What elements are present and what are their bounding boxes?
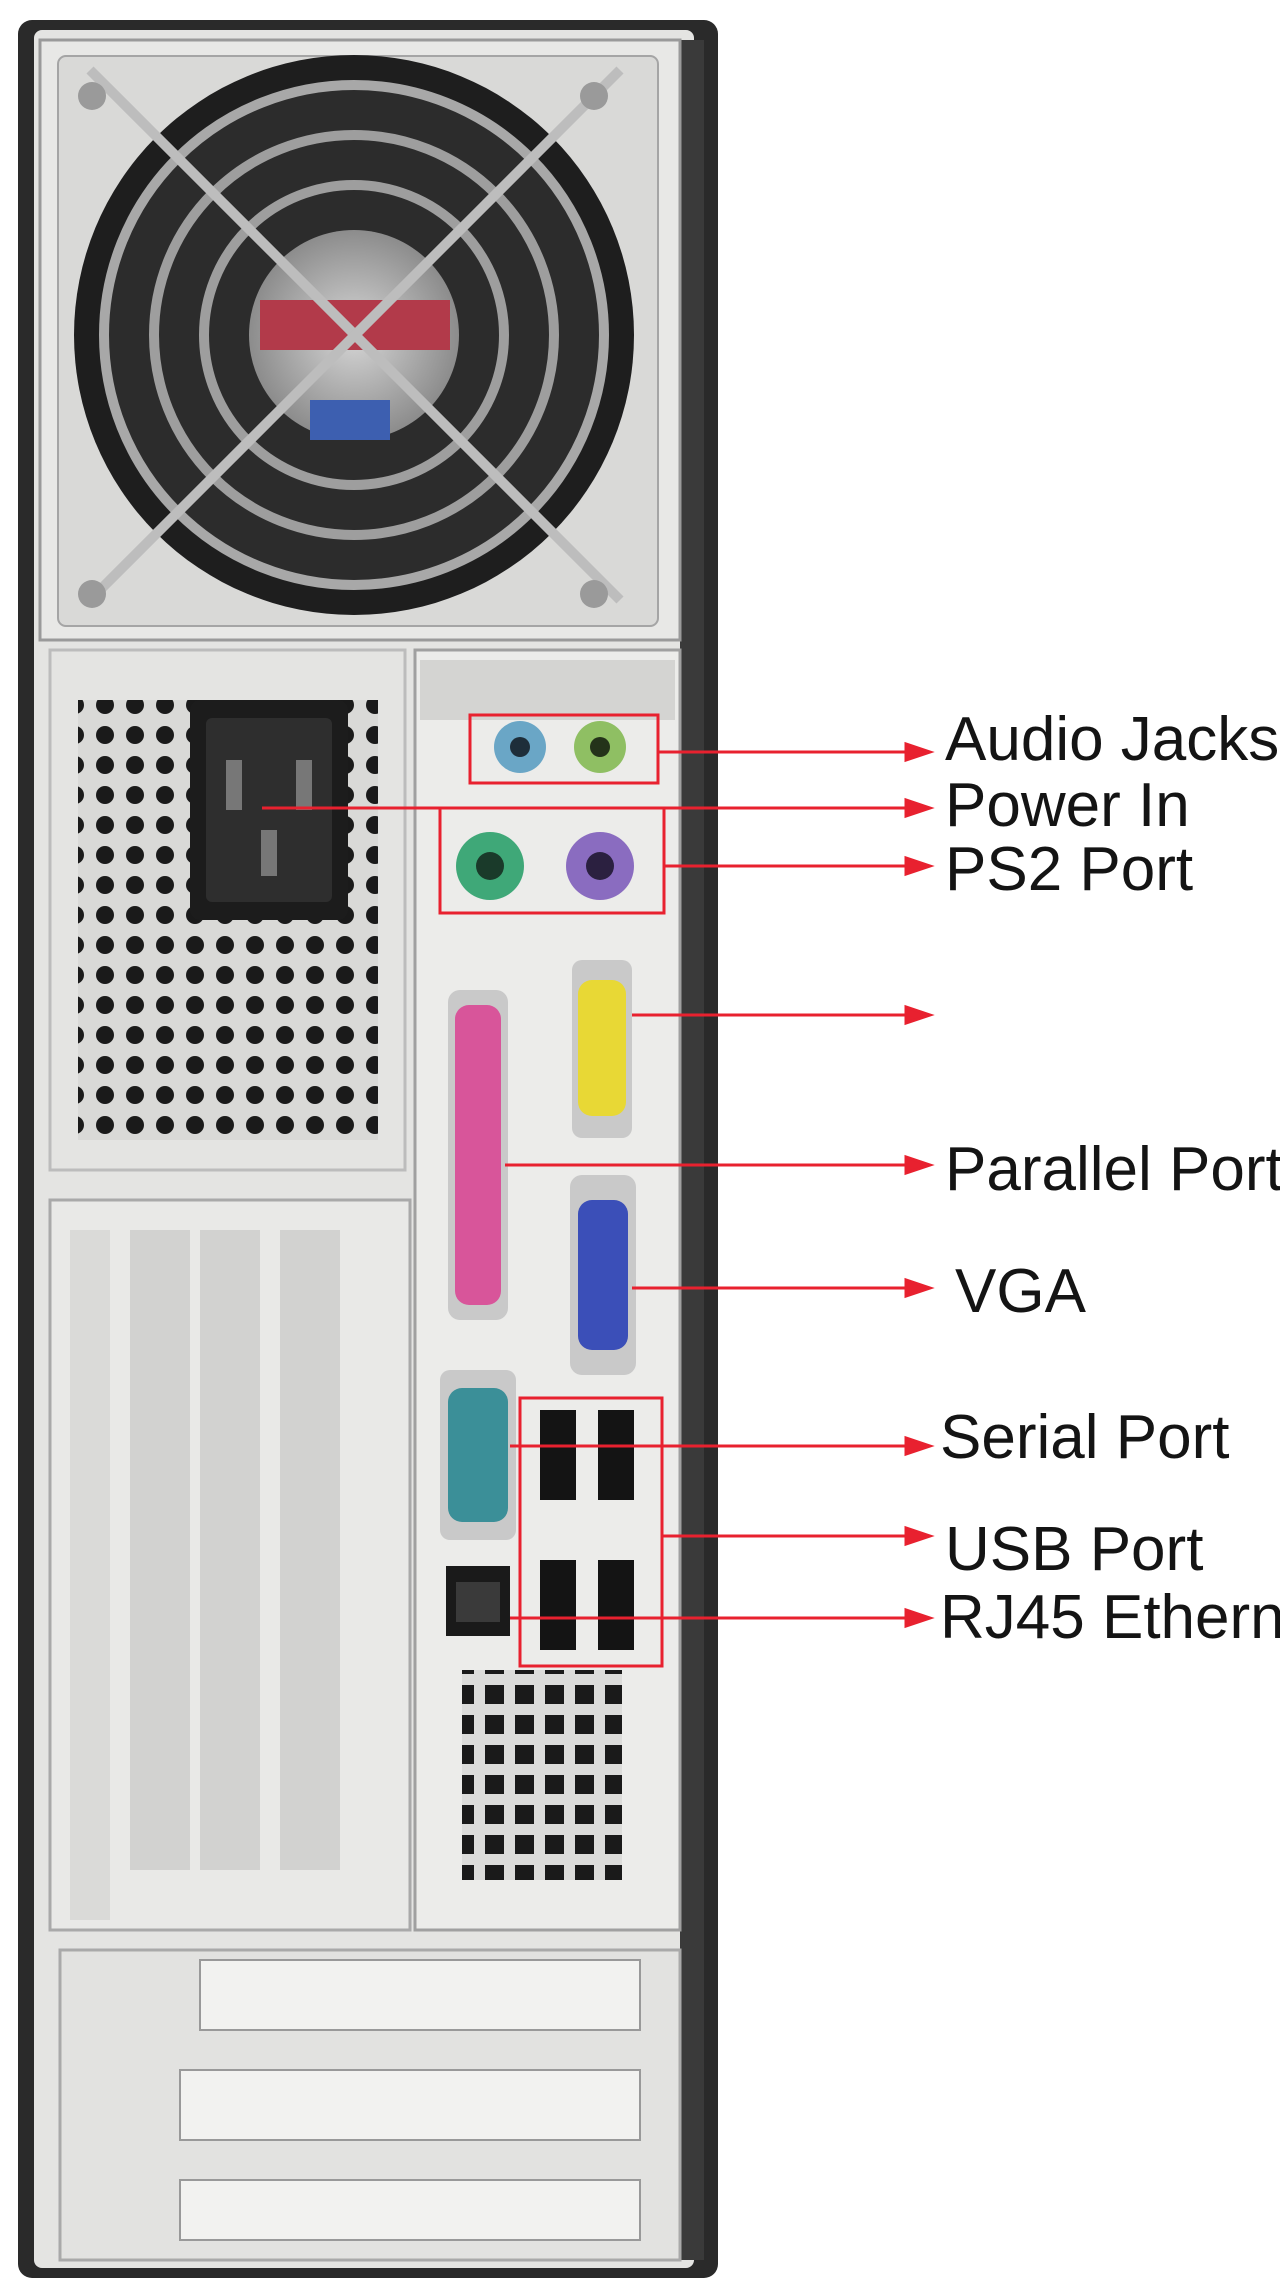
label-usb-port: USB Port [945, 1515, 1203, 1584]
vga-port-icon [570, 1175, 636, 1375]
expansion-slots [48, 1198, 682, 2262]
ps2-ports-icon [456, 832, 634, 900]
rj45-port-icon [446, 1566, 510, 1636]
power-supply [38, 38, 682, 1172]
yellow-serial-port-icon [572, 960, 632, 1138]
io-panel [413, 648, 682, 1932]
label-rj45-ethernet: RJ45 Ethernet [940, 1583, 1280, 1652]
label-ps2-port: PS2 Port [945, 835, 1193, 904]
fan-icon [74, 55, 634, 615]
parallel-port-icon [448, 990, 508, 1320]
serial-port-icon [440, 1370, 516, 1540]
labels: Audio Jacks Power In PS2 Port Parallel P… [940, 705, 1280, 1652]
callout-boxes [438, 713, 666, 1668]
label-power-in: Power In [945, 771, 1190, 840]
usb-port-box [518, 1396, 664, 1668]
label-audio-jacks: Audio Jacks [945, 705, 1279, 774]
callout-lines [262, 741, 935, 1629]
audio-jacks-icon [494, 721, 626, 773]
usb-ports-icon [540, 1410, 634, 1650]
power-socket-icon [190, 700, 348, 920]
label-vga: VGA [955, 1257, 1087, 1326]
label-serial-port: Serial Port [940, 1403, 1229, 1472]
label-parallel-port: Parallel Port [945, 1135, 1280, 1204]
audio-jacks-box [468, 713, 660, 785]
